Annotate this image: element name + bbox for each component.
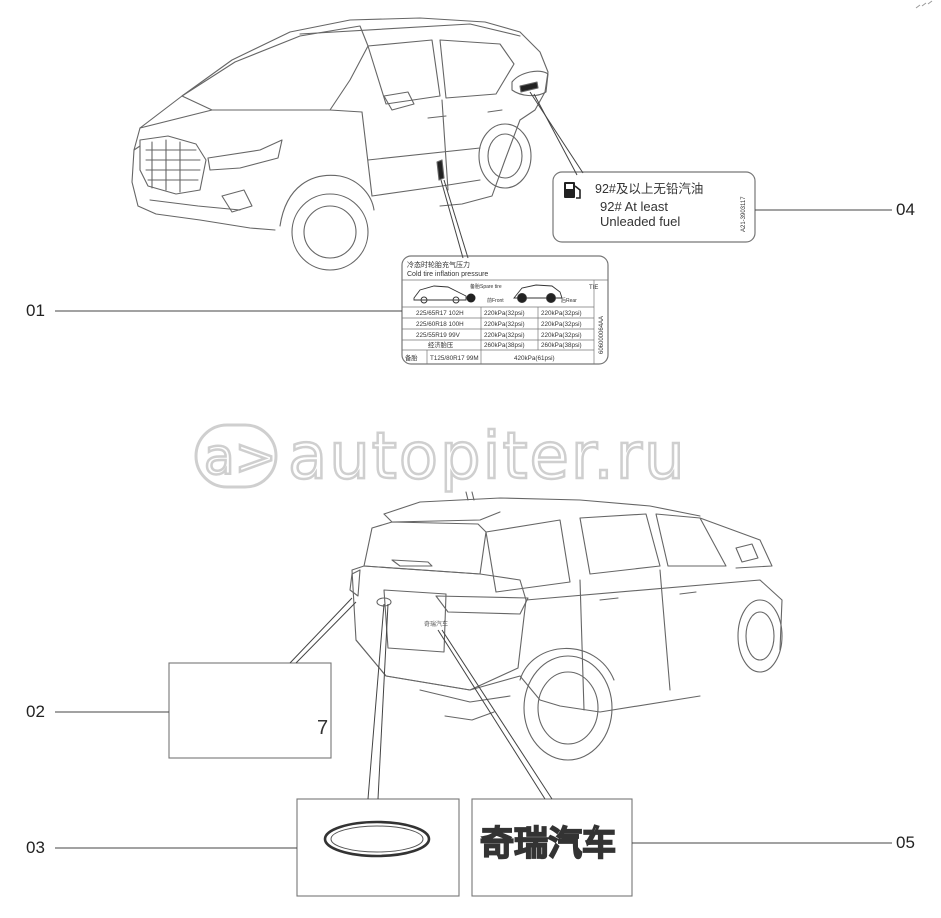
tire-label-front: 前Front bbox=[487, 297, 504, 304]
brand-lettering-leaders bbox=[437, 629, 892, 844]
tire-label-title-cn: 冷态时轮胎充气压力 bbox=[407, 260, 470, 269]
callout-03: 03 bbox=[26, 838, 45, 857]
label-02-leaders bbox=[55, 597, 357, 713]
fuel-label: 92#及以上无铅汽油 92# At least Unleaded fuel A2… bbox=[552, 171, 756, 243]
tire-row-3-size: 225/55R19 99V bbox=[416, 332, 461, 339]
tire-label-side-code: 606000064AA bbox=[599, 316, 605, 354]
tire-row-2-rear: 220kPa(32psi) bbox=[541, 321, 582, 328]
tire-row-3-rear: 220kPa(32psi) bbox=[541, 332, 582, 339]
callout-01: 01 bbox=[26, 301, 45, 320]
tire-row-2-size: 225/60R18 100H bbox=[416, 321, 464, 328]
label-02-box: 7 bbox=[168, 662, 332, 759]
callout-02: 02 bbox=[26, 702, 45, 721]
fuel-label-side-code: A21-3903117 bbox=[741, 196, 747, 232]
car-spare-icon bbox=[413, 285, 467, 304]
fuel-pump-icon bbox=[564, 182, 581, 199]
callout-05: 05 bbox=[896, 833, 915, 852]
tire-spare-row-size: T125/80R17 99M bbox=[430, 355, 479, 362]
tire-pressure-table bbox=[402, 280, 595, 364]
callout-04: 04 bbox=[896, 200, 915, 219]
tire-pressure-label: 冷态时轮胎充气压力 Cold tire inflation pressure 备… bbox=[401, 255, 609, 365]
tire-row-1-size: 225/65R17 102H bbox=[416, 310, 464, 317]
tire-row-4-size: 经济胎压 bbox=[428, 340, 454, 349]
fuel-label-chinese: 92#及以上无铅汽油 bbox=[595, 181, 703, 196]
tire-row-2-front: 220kPa(32psi) bbox=[484, 321, 525, 328]
emblem-box bbox=[296, 798, 460, 897]
emblem-leaders bbox=[55, 603, 389, 849]
fuel-label-line1: 92# At least bbox=[600, 199, 668, 214]
rear-car-illustration: 奇瑞汽车 bbox=[349, 491, 783, 761]
corner-mark bbox=[915, 0, 933, 9]
spare-tire-dot bbox=[466, 293, 476, 303]
watermark: a> autopiter.ru bbox=[194, 419, 687, 495]
watermark-text: autopiter.ru bbox=[288, 420, 687, 494]
tire-label-leaders bbox=[55, 179, 469, 312]
tire-spare-row-label: 备胎 bbox=[405, 353, 418, 362]
tire-label-title-en: Cold tire inflation pressure bbox=[407, 271, 488, 278]
tailgate-brand-text: 奇瑞汽车 bbox=[424, 620, 448, 628]
tire-row-3-front: 220kPa(32psi) bbox=[484, 332, 525, 339]
fuel-label-line2: Unleaded fuel bbox=[600, 214, 680, 229]
tire-label-spare: 备胎Spare tire bbox=[470, 283, 502, 290]
tire-row-1-rear: 220kPa(32psi) bbox=[541, 310, 582, 317]
tire-row-4-rear: 260kPa(38psi) bbox=[541, 342, 582, 349]
tire-row-4-front: 260kPa(38psi) bbox=[484, 342, 525, 349]
car-front-rear-icon bbox=[513, 284, 563, 303]
tire-spare-row-pressure: 420kPa(61psi) bbox=[514, 355, 555, 362]
watermark-glyph: a> bbox=[204, 428, 277, 486]
oval-emblem-icon bbox=[323, 820, 431, 858]
brand-lettering-box: 奇瑞汽车 bbox=[471, 798, 633, 897]
brand-lettering-text: 奇瑞汽车 bbox=[480, 824, 616, 864]
fuel-label-leaders bbox=[529, 91, 892, 211]
tire-row-1-front: 220kPa(32psi) bbox=[484, 310, 525, 317]
label-02-mark: 7 bbox=[317, 717, 328, 739]
tire-label-rear: 后Rear bbox=[561, 297, 577, 304]
front-car-illustration bbox=[131, 17, 549, 271]
